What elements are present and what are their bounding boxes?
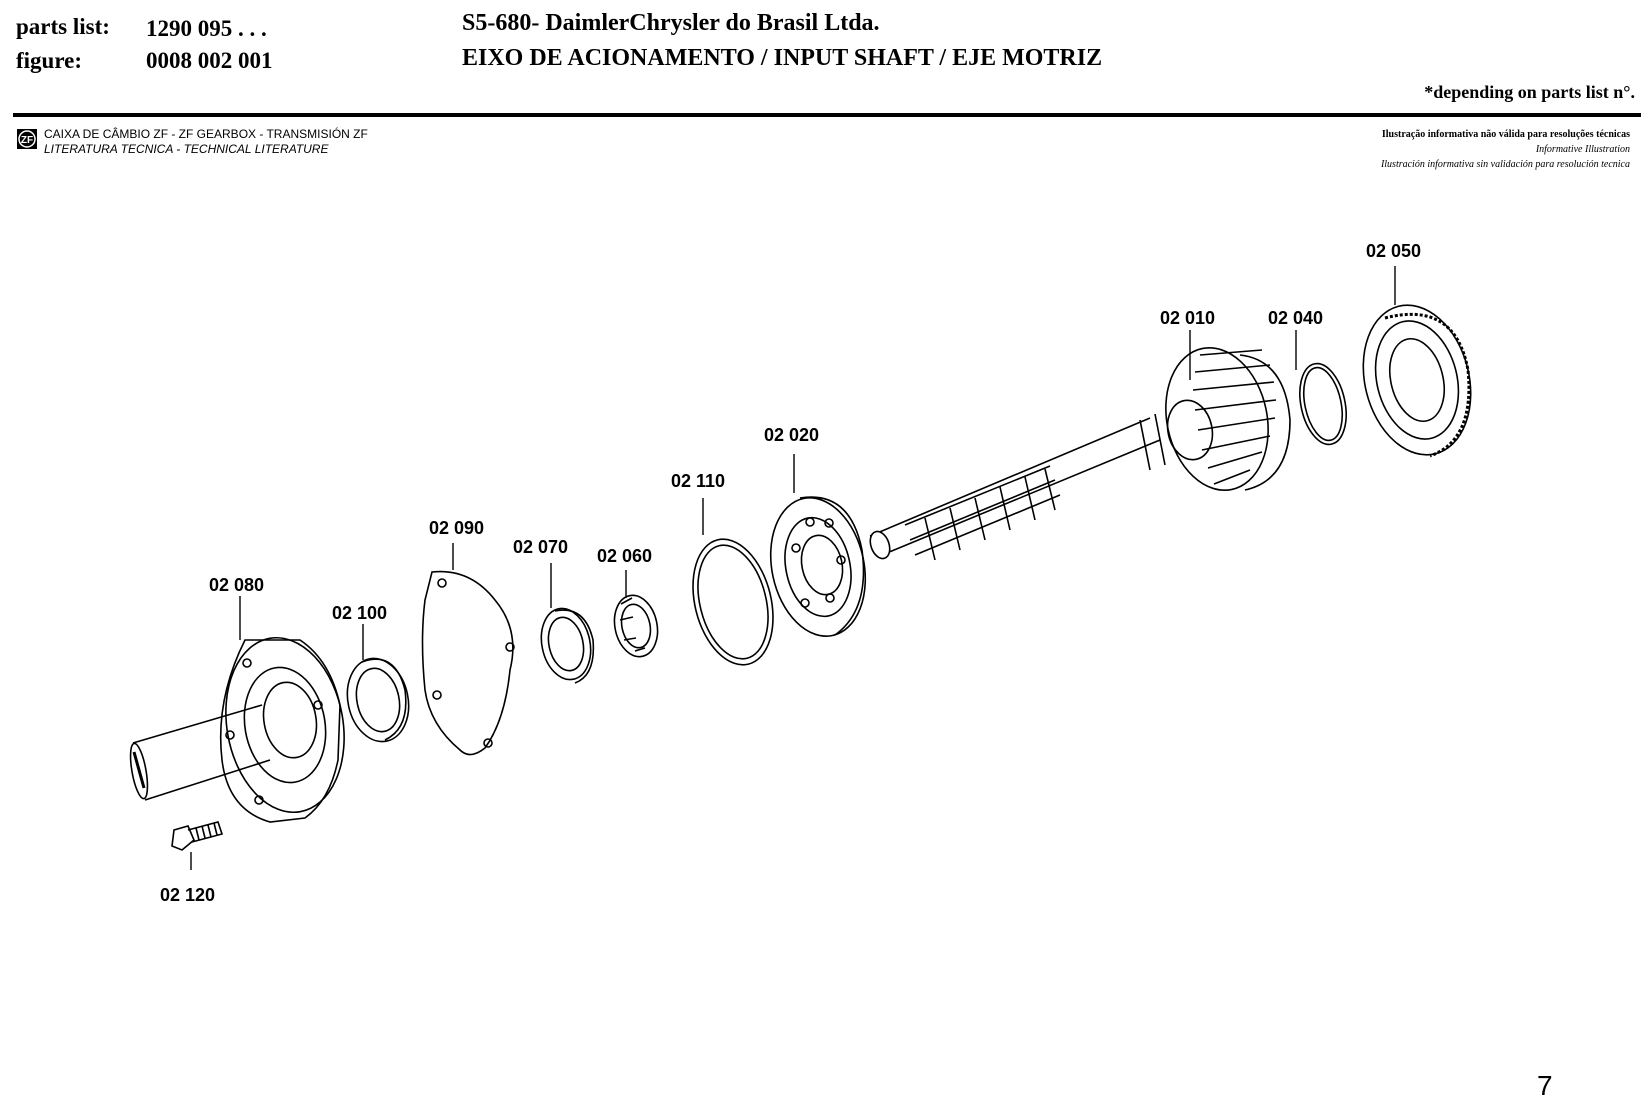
part-02060-cage (613, 594, 659, 658)
disclaimer-line1: Ilustração informativa não válida para r… (1381, 129, 1630, 140)
zf-line2: LITERATURA TECNICA - TECHNICAL LITERATUR… (44, 142, 329, 156)
parts-list-value: 1290 095 . . . (146, 16, 267, 41)
callout-02040: 02 040 (1268, 308, 1324, 328)
callout-02120: 02 120 (160, 885, 216, 905)
parts-list-label: parts list: (16, 14, 110, 39)
callout-02010: 02 010 (1160, 308, 1216, 328)
disclaimer-line2: Informative Illustration (1535, 144, 1630, 155)
leader-lines (190, 266, 1396, 870)
header-rule (13, 113, 1641, 117)
title-line2: EIXO DE ACIONAMENTO / INPUT SHAFT / EJE … (462, 45, 1103, 71)
callout-02050: 02 050 (1366, 241, 1422, 261)
part-02010-shaft (869, 347, 1291, 561)
part-02090-gasket (421, 570, 515, 756)
part-02100-seal (346, 657, 410, 743)
callout-02070: 02 070 (513, 537, 569, 557)
callout-02020: 02 020 (764, 425, 820, 445)
part-02040-snapring (1299, 362, 1347, 446)
disclaimer-line3: Ilustración informativa sin validación p… (1380, 159, 1630, 170)
part-02110-snapring (692, 538, 774, 666)
callout-02060: 02 060 (597, 546, 653, 566)
page-number: 7 (1537, 1070, 1553, 1101)
part-02020-bearing (769, 496, 867, 637)
part-02120-bolt (171, 821, 224, 851)
zf-logo-icon: ZF (16, 128, 38, 150)
depending-note: *depending on parts list n°. (1424, 82, 1635, 102)
part-02070-ring (540, 607, 595, 684)
callout-02110: 02 110 (671, 471, 726, 491)
callout-02100: 02 100 (332, 603, 388, 623)
figure-label: figure: (16, 48, 83, 73)
figure-value: 0008 002 001 (146, 48, 273, 73)
callout-02080: 02 080 (209, 575, 265, 595)
title-line1: S5-680- DaimlerChrysler do Brasil Ltda. (462, 10, 880, 36)
part-02050-syncring (1362, 304, 1472, 458)
part-02080-flange (129, 636, 345, 823)
zf-line1: CAIXA DE CÂMBIO ZF - ZF GEARBOX - TRANSM… (44, 127, 368, 141)
svg-text:ZF: ZF (21, 135, 33, 146)
callout-02090: 02 090 (429, 518, 485, 538)
